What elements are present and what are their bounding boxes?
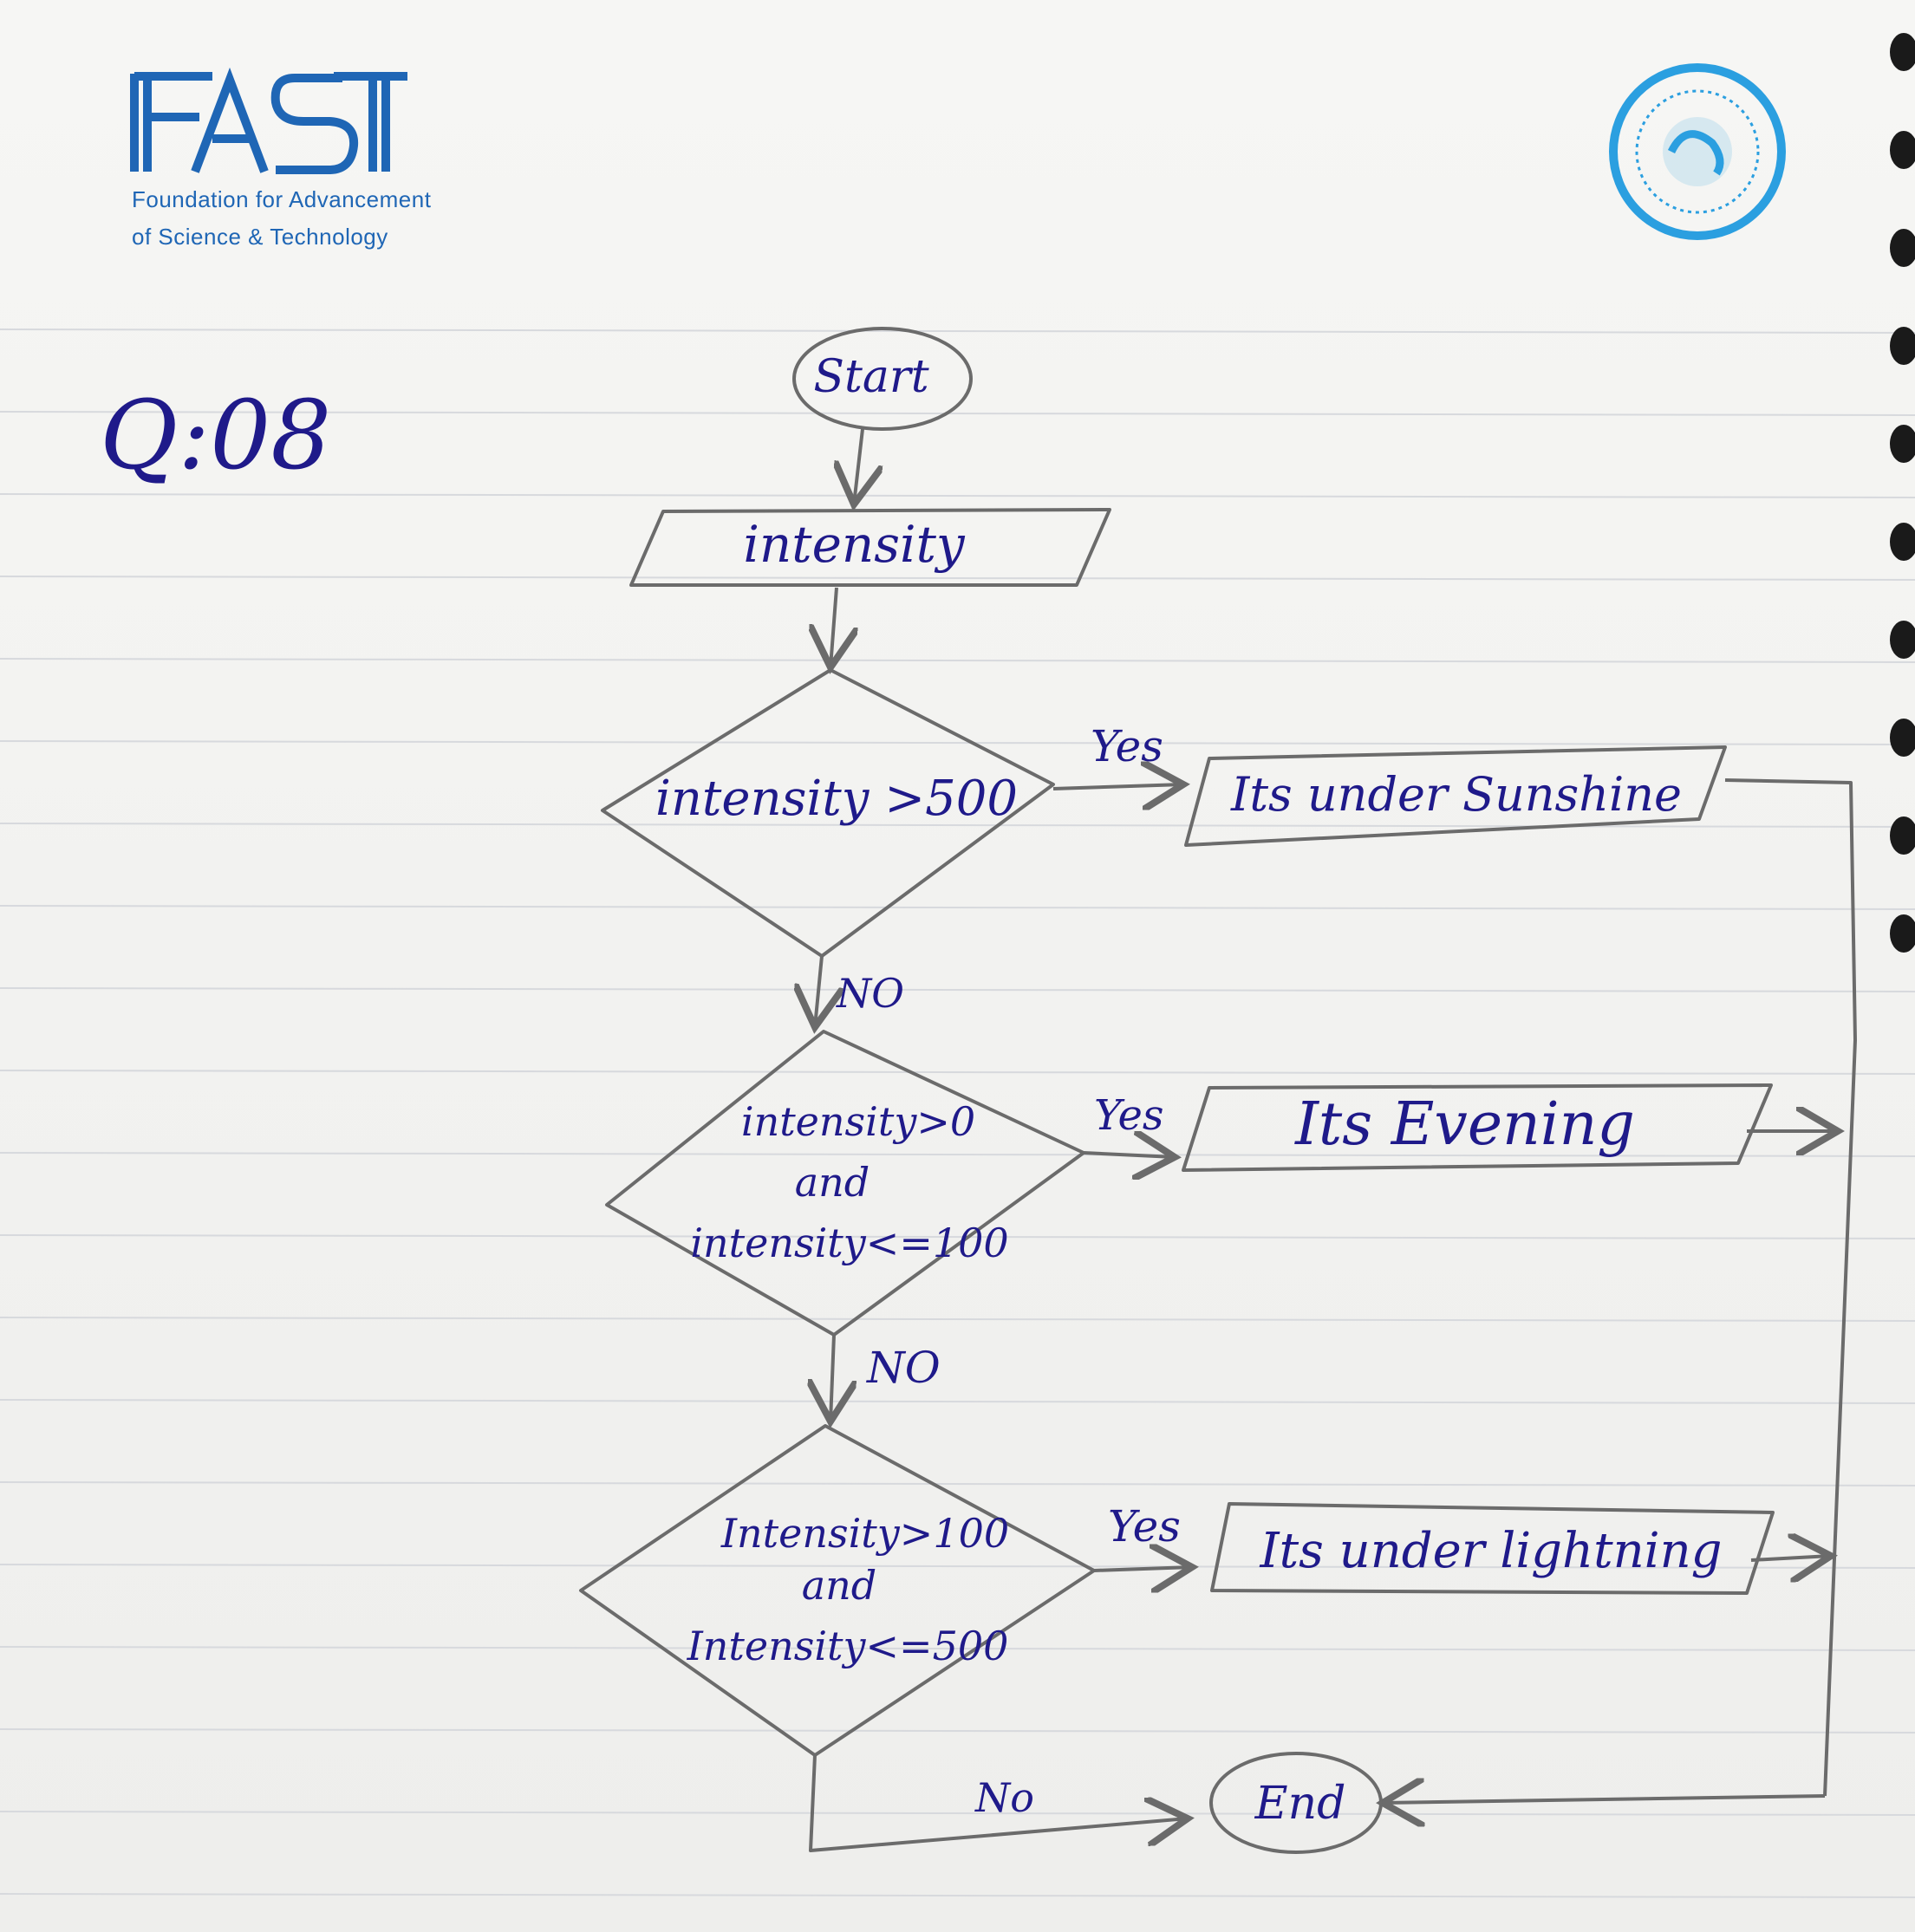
edge-output3-rail [1750, 1556, 1831, 1560]
logo-tagline-line2: of Science & Technology [132, 224, 388, 250]
output1-box [1184, 745, 1727, 847]
edge-input-decision1 [830, 587, 837, 667]
ruled-line [0, 1399, 1915, 1404]
ruled-line [0, 1646, 1915, 1651]
decision2-yes-label: Yes [1094, 1091, 1164, 1140]
edge-decision1-yes [1052, 784, 1183, 789]
decision3-label-line1: Intensity>100 [720, 1510, 1009, 1557]
decision3-no-label: No [974, 1774, 1034, 1821]
decision2-label-line1: intensity>0 [741, 1098, 975, 1145]
decision1-label: intensity >500 [655, 771, 1018, 827]
edge-output1-rail [1724, 778, 1857, 1797]
output2-label: Its Evening [1293, 1090, 1635, 1159]
input-label: intensity [743, 515, 966, 574]
spiral-hole [1890, 914, 1915, 953]
edge-decision2-yes [1083, 1153, 1175, 1157]
decision2-label-line3: intensity<=100 [690, 1220, 1008, 1266]
ruled-line [0, 329, 1915, 334]
output2-box [1182, 1083, 1773, 1172]
question-number: Q:08 [100, 380, 331, 491]
ruled-line [0, 1234, 1915, 1239]
ruled-line [0, 905, 1915, 910]
ruled-line [0, 493, 1915, 498]
ruled-line [0, 1811, 1915, 1816]
edge-decision2-no [830, 1334, 834, 1421]
ruled-line [0, 576, 1915, 581]
start-terminator [792, 327, 973, 431]
logo-tagline-line1: Foundation for Advancement [132, 186, 432, 212]
edge-decision1-no [815, 955, 822, 1027]
spiral-hole [1890, 33, 1915, 71]
output3-box [1210, 1502, 1775, 1595]
fast-logo-mark [130, 67, 407, 174]
ruled-line [0, 987, 1915, 992]
decision2-label-line2: and [795, 1159, 870, 1206]
spiral-hole [1890, 327, 1915, 365]
start-label: Start [813, 351, 928, 403]
ruled-line [0, 1317, 1915, 1322]
ruled-line [0, 1728, 1915, 1734]
spiral-hole [1890, 131, 1915, 169]
ruled-line [0, 1893, 1915, 1898]
ruled-line [0, 1070, 1915, 1075]
decision1-no-label: NO [836, 970, 904, 1017]
ruled-line [0, 1152, 1915, 1157]
decision3-label-line3: Intensity<=500 [687, 1623, 1009, 1669]
spiral-hole [1890, 816, 1915, 855]
input-box [629, 508, 1111, 587]
spiral-hole [1890, 621, 1915, 659]
spiral-hole [1890, 719, 1915, 757]
decision2-no-label: NO [866, 1343, 941, 1393]
decision1-yes-label: Yes [1091, 721, 1163, 771]
edge-decision3-yes [1093, 1567, 1192, 1571]
end-terminator [1209, 1752, 1383, 1854]
spiral-hole [1890, 523, 1915, 561]
ruled-line [0, 823, 1915, 828]
end-label: End [1254, 1778, 1346, 1830]
edge-rail-end [1383, 1796, 1826, 1803]
ruled-line [0, 658, 1915, 663]
output1-label: Its under Sunshine [1230, 767, 1682, 822]
decision3-label-line2: and [802, 1562, 877, 1609]
edge-decision3-no [809, 1754, 1188, 1852]
ruled-line [0, 411, 1915, 416]
ruled-line [0, 1481, 1915, 1486]
ruled-line [0, 1564, 1915, 1569]
edge-start-input [854, 428, 863, 504]
spiral-hole [1890, 229, 1915, 267]
spiral-hole [1890, 425, 1915, 463]
decision3-yes-label: Yes [1108, 1501, 1181, 1551]
output3-label: Its under lightning [1260, 1523, 1723, 1579]
ruled-line [0, 740, 1915, 745]
